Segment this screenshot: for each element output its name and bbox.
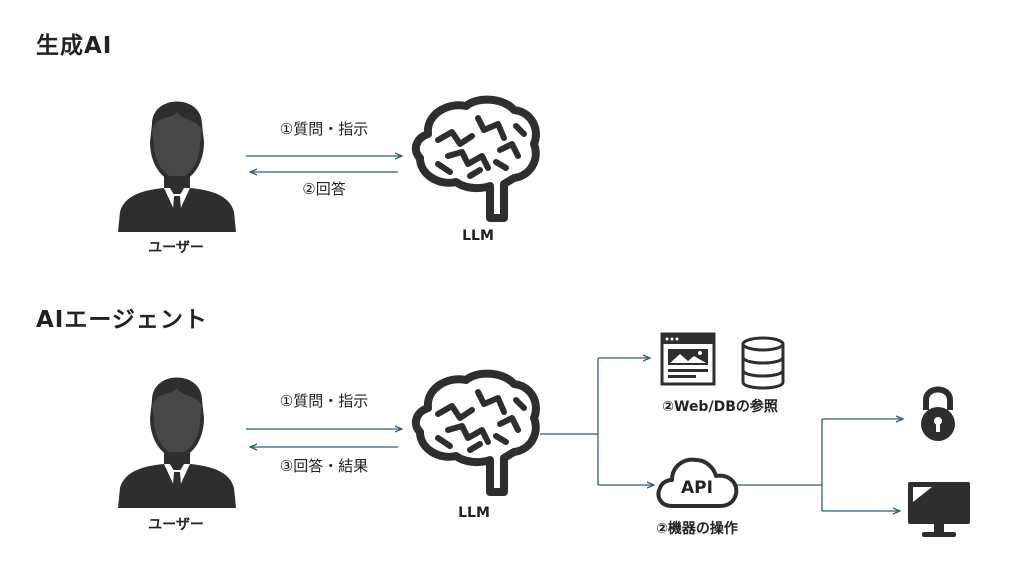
browser-window-icon [660,332,716,386]
brain-icon [411,95,540,222]
section-title-ai-agent: AIエージェント [36,307,208,333]
cloud-api-icon [656,457,739,508]
device-label: ②機器の操作 [656,521,738,537]
llm-label-2: LLM [458,505,490,521]
user-icon [118,377,236,508]
user-label-2: ユーザー [148,517,204,533]
web-db-label: ②Web/DBの参照 [662,399,778,415]
monitor-icon [908,482,970,537]
user-label-1: ユーザー [148,240,204,256]
llm-label-1: LLM [462,228,494,244]
user-icon [118,101,236,232]
response-label-2: ③回答・結果 [279,457,369,475]
section-title-generative-ai: 生成AI [36,33,113,59]
request-label-2: ①質問・指示 [279,392,369,410]
padlock-icon [921,386,955,441]
api-badge: API [681,478,713,498]
database-icon [741,336,785,390]
response-label-1: ②回答 [302,180,346,198]
brain-icon [411,369,540,496]
request-label-1: ①質問・指示 [279,120,369,138]
